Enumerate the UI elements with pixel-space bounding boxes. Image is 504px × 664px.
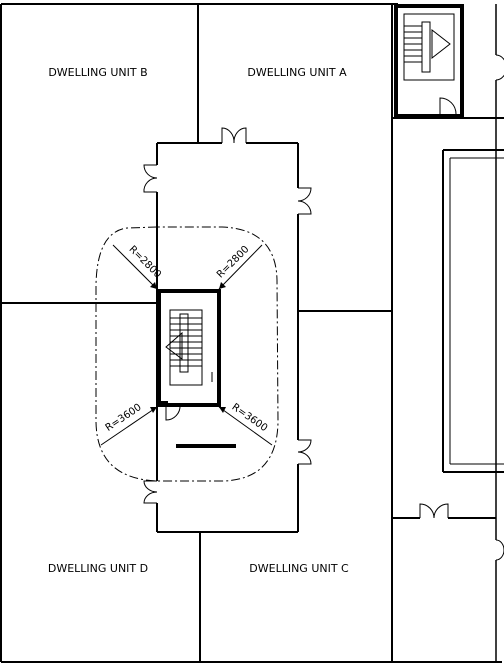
dwelling-unit-c-label: DWELLING UNIT C [249, 562, 349, 575]
door-hinge [160, 401, 168, 407]
corridor-doors [143, 127, 312, 504]
dwelling-unit-a-label: DWELLING UNIT A [247, 66, 347, 79]
dwelling-unit-b-label: DWELLING UNIT B [48, 66, 147, 79]
central-stair-core [157, 289, 236, 448]
interior-walls [1, 4, 393, 662]
corner-stair-tower [394, 4, 464, 118]
travel-distance-envelope [95, 226, 279, 482]
radius-leaders [100, 244, 273, 446]
corridor-walls [156, 142, 299, 533]
side-exterior [392, 54, 504, 561]
dwelling-unit-d-label: DWELLING UNIT D [48, 562, 148, 575]
outer-walls [0, 3, 502, 663]
stair-treads [170, 317, 202, 367]
